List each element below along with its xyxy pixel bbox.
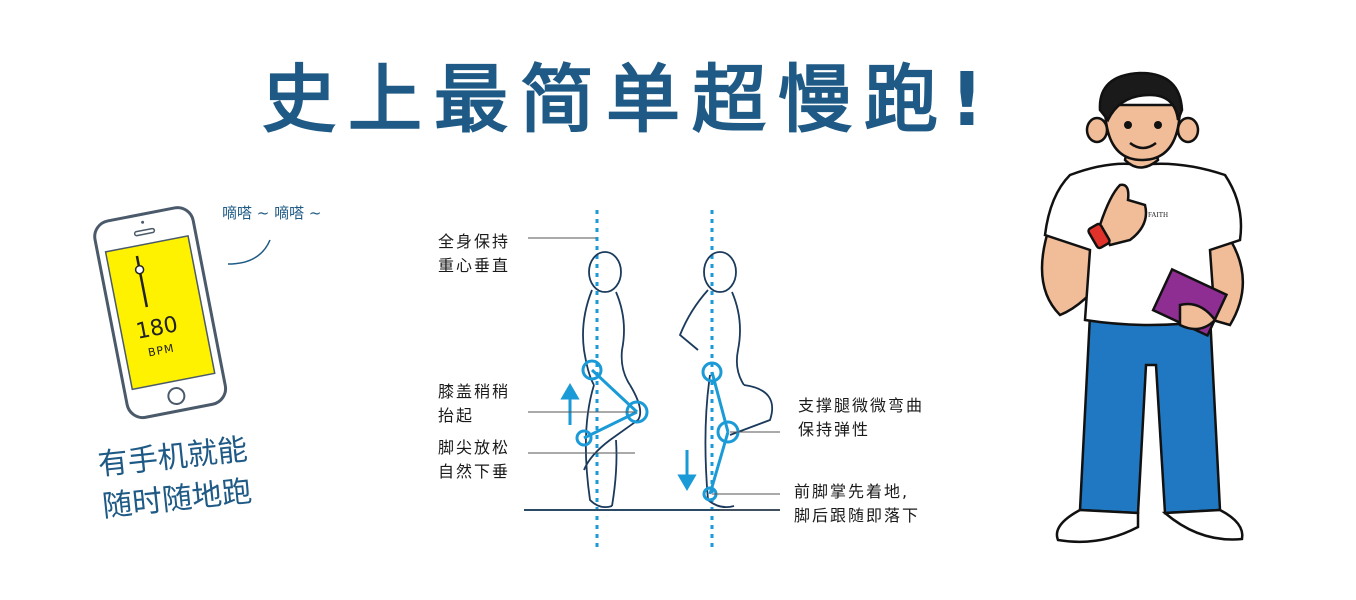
- running-posture-diagram: [524, 210, 780, 550]
- speech-tail-icon: [227, 239, 271, 265]
- slogan: 有手机就能 随时随地跑: [96, 429, 254, 528]
- phone-screen: [104, 234, 216, 391]
- character-illustration: FAITH: [1040, 71, 1245, 544]
- leg-joints-left: [575, 359, 649, 447]
- runner-figure-left: [582, 251, 642, 509]
- page-title: 史上最简单超慢跑!: [262, 57, 996, 143]
- metronome-needle-icon: [135, 255, 149, 308]
- phone-illustration: [93, 206, 228, 420]
- wristband: [1087, 222, 1111, 250]
- knee-label: 膝盖稍稍 抬起: [438, 382, 511, 425]
- toe-label: 脚尖放松 自然下垂: [438, 438, 511, 481]
- support-leg-label: 支撑腿微微弯曲 保持弹性: [798, 396, 925, 439]
- shirt-logo: FAITH: [1148, 211, 1168, 219]
- metronome-sound-text: 嘀嗒 ~ 嘀嗒 ~: [222, 204, 322, 222]
- posture-label: 全身保持 重心垂直: [438, 232, 511, 275]
- home-button-icon: [167, 387, 186, 406]
- thumbs-up-hand: [1098, 183, 1148, 247]
- landing-label: 前脚掌先着地, 脚后跟随即落下: [794, 482, 921, 525]
- right-shoe: [1161, 508, 1244, 541]
- pants: [1078, 313, 1222, 515]
- left-shoe: [1055, 508, 1140, 544]
- runner-figure-right: [678, 251, 774, 509]
- face: [1103, 103, 1182, 162]
- hair: [1098, 71, 1184, 123]
